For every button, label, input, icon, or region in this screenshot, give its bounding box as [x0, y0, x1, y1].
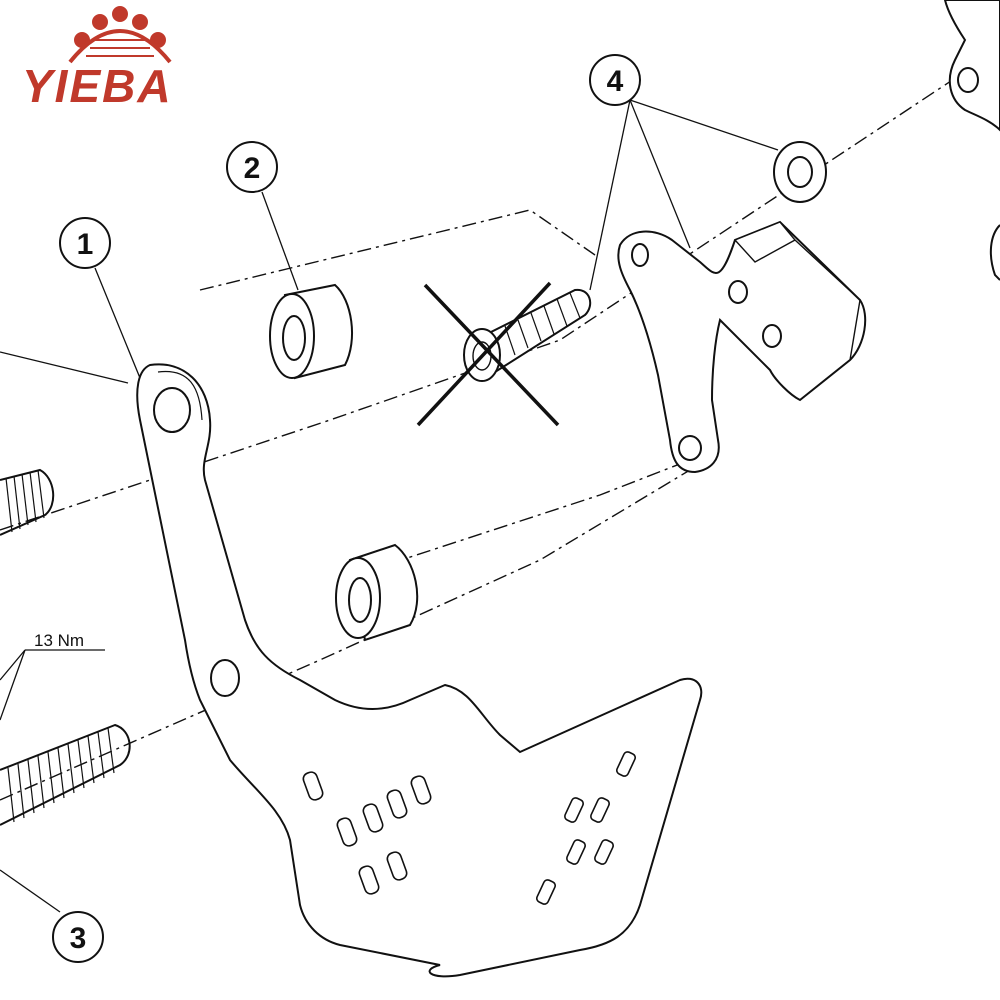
threaded-stud-lower [0, 723, 131, 826]
spacer-upper [269, 283, 353, 380]
arm-bracket [617, 220, 867, 474]
callout-3-label: 3 [70, 922, 87, 955]
threaded-stud-upper [0, 468, 55, 536]
torque-label: 13 Nm [34, 631, 84, 650]
callout-4: 4 [589, 54, 641, 106]
spacer-icon [269, 283, 419, 642]
bracket-slots [302, 751, 636, 905]
callout-3: 3 [52, 911, 104, 963]
callout-4-label: 4 [607, 65, 624, 98]
washer-icon [773, 141, 827, 203]
brand-name: YIEBA [22, 60, 173, 112]
leader-lines [0, 99, 779, 913]
callout-2: 2 [226, 141, 278, 193]
threaded-stud-icon [0, 468, 131, 826]
callout-2-label: 2 [244, 152, 261, 185]
mounting-bracket [136, 363, 703, 978]
bracket-lower-hole [210, 659, 240, 697]
callout-1-label: 1 [77, 228, 94, 261]
frame-fragment [943, 0, 1000, 281]
spacer-lower [335, 543, 419, 642]
callout-1: 1 [59, 217, 111, 269]
gear-logo-icon [68, 6, 172, 64]
brand-logo: YIEBA [22, 6, 173, 112]
crossed-out-bolt-icon [416, 281, 592, 427]
bracket-top-hole [153, 387, 191, 433]
